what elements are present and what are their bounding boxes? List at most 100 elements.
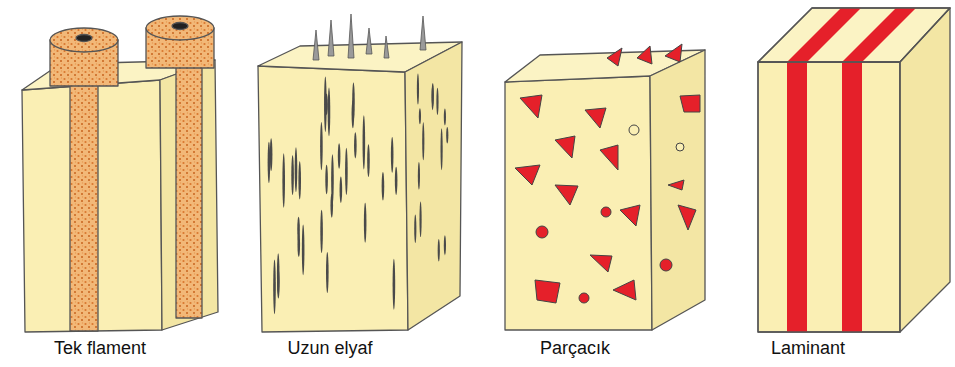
laminate-block — [758, 8, 950, 332]
illustration-stroke — [787, 8, 861, 62]
illustration-stroke — [268, 73, 449, 314]
long-fibre-block — [258, 14, 462, 332]
illustration-stroke — [298, 161, 301, 199]
illustration-stroke — [354, 132, 357, 158]
illustration-stroke — [431, 84, 433, 110]
illustration-stroke — [391, 137, 394, 173]
illustration-stroke — [302, 224, 305, 275]
illustration-stroke — [352, 100, 355, 128]
illustration-stroke — [418, 162, 420, 190]
illustration-stroke — [613, 280, 636, 300]
illustration-stroke — [395, 167, 398, 195]
illustration-stroke — [326, 252, 329, 293]
illustration-stroke — [325, 165, 328, 195]
illustration-stroke — [555, 136, 575, 158]
illustration-stroke — [22, 80, 162, 332]
illustration-stroke — [436, 88, 438, 115]
illustration-stroke — [70, 84, 98, 331]
illustration-stroke — [590, 255, 612, 272]
illustration-stroke — [345, 148, 348, 195]
illustration-stroke — [579, 293, 589, 303]
illustration-stroke — [665, 44, 682, 62]
illustration-stroke — [420, 16, 426, 50]
illustration-stroke — [366, 28, 372, 54]
illustration-stroke — [842, 8, 916, 62]
illustration-stroke — [172, 23, 188, 30]
illustration-stroke — [328, 20, 334, 56]
illustration-stroke — [384, 36, 389, 58]
illustration-stroke — [601, 207, 611, 217]
illustration-stroke — [660, 259, 672, 271]
illustration-stroke — [363, 115, 366, 169]
illustration-stroke — [367, 144, 370, 177]
illustration-stroke — [419, 202, 421, 238]
illustration-stroke — [446, 127, 448, 144]
illustration-stroke — [393, 259, 396, 310]
illustration-stroke — [146, 16, 214, 40]
illustration-stroke — [313, 14, 426, 60]
illustration-stroke — [520, 95, 542, 118]
illustration-stroke — [258, 66, 408, 332]
illustration-stroke — [417, 73, 419, 104]
illustration-stroke — [277, 270, 280, 299]
illustration-stroke — [900, 8, 950, 332]
illustration-stroke — [176, 66, 202, 318]
illustration-stroke — [536, 226, 548, 238]
illustration-stroke — [440, 128, 442, 170]
illustration-stroke — [444, 109, 446, 126]
illustration-stroke — [405, 42, 462, 330]
illustration-stroke — [338, 143, 341, 169]
illustration-stroke — [629, 125, 639, 135]
illustration-stroke — [787, 62, 807, 332]
illustration-stroke — [600, 145, 618, 170]
illustration-stroke — [328, 88, 331, 137]
illustration-stroke — [787, 8, 916, 332]
illustration-stroke — [282, 153, 285, 207]
illustration-stroke — [22, 8, 950, 332]
illustration-stroke — [535, 280, 560, 303]
illustration-stroke — [291, 155, 294, 195]
illustration-stroke — [331, 154, 334, 204]
figure-caption: Tek flament — [54, 338, 146, 359]
illustration-stroke — [414, 214, 416, 243]
illustration-stroke — [676, 143, 684, 151]
illustration-stroke — [444, 235, 446, 255]
illustration-stroke — [438, 239, 440, 261]
illustration-stroke — [637, 46, 652, 64]
illustration-stroke — [348, 14, 354, 58]
illustration-stroke — [273, 259, 276, 314]
monofilament-block — [22, 16, 218, 332]
illustration-stroke — [313, 30, 319, 60]
illustration-stroke — [758, 62, 900, 332]
illustration-stroke — [422, 122, 424, 160]
illustration-stroke — [76, 35, 92, 42]
illustration-stroke — [678, 205, 696, 230]
illustration-stroke — [295, 147, 298, 192]
illustration-stroke — [555, 185, 578, 205]
illustration-stroke — [515, 44, 700, 303]
particle-block — [505, 44, 705, 330]
illustration-stroke — [320, 210, 323, 253]
illustration-stroke — [270, 138, 273, 171]
illustration-stroke — [505, 76, 652, 330]
illustration-stroke — [607, 48, 622, 66]
illustration-stroke — [419, 108, 421, 124]
illustration-stroke — [160, 60, 218, 330]
figure-caption: Uzun elyaf — [287, 338, 372, 359]
illustration-stroke — [668, 180, 684, 190]
illustration-stroke — [382, 172, 385, 200]
illustration-stroke — [758, 8, 950, 62]
figure-caption: Laminant — [771, 338, 845, 359]
illustration-stroke — [297, 232, 300, 257]
illustration-stroke — [758, 62, 900, 332]
illustration-stroke — [585, 108, 606, 128]
illustration-stroke — [620, 205, 640, 226]
figure-caption: Parçacık — [540, 338, 610, 359]
illustration-stroke — [680, 95, 700, 112]
illustration-stroke — [324, 76, 327, 132]
illustration-stroke — [515, 165, 540, 185]
illustration-stroke — [842, 62, 862, 332]
illustration-stroke — [320, 122, 323, 170]
illustration-stroke — [650, 50, 705, 330]
